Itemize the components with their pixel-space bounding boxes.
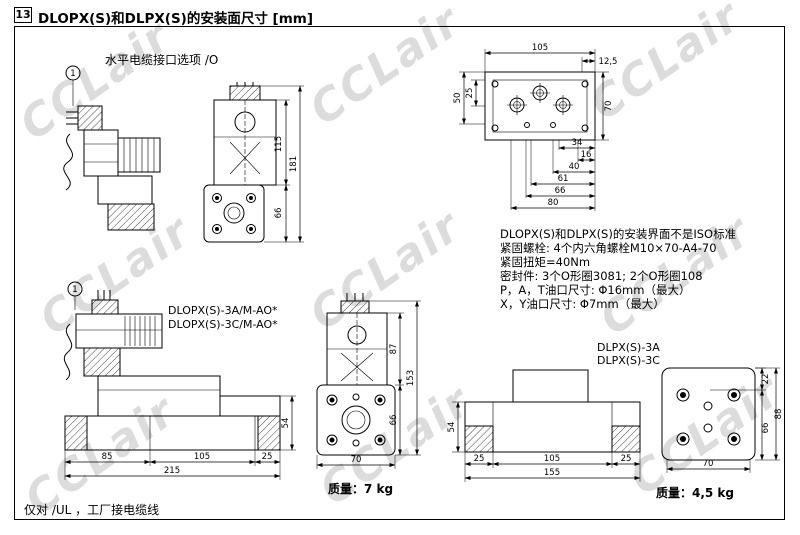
- dlopx-model-labels: DLOPX(S)-3A/M-AO* DLOPX(S)-3C/M-AO*: [168, 304, 278, 332]
- front-view-lower-outline: [316, 293, 396, 456]
- dim-87-label: 87: [389, 344, 399, 355]
- section-number-box: 13: [14, 7, 32, 23]
- dim-215-label: 215: [164, 466, 180, 476]
- bolt-holes: [326, 394, 386, 446]
- mounting-notes: DLOPX(S)和DLPX(S)的安装界面不是ISO标准 紧固螺栓: 4个内六角…: [500, 227, 785, 311]
- dlpx-model-labels: DLPX(S)-3A DLPX(S)-3C: [597, 341, 660, 367]
- dim-181-label: 181: [289, 156, 299, 172]
- dim-153-label: 153: [406, 370, 416, 386]
- note-line: 紧固扭矩=40Nm: [500, 255, 591, 269]
- dim-54-label: 54: [447, 422, 457, 433]
- front-view-lower-dims: 87 153 66 70: [316, 300, 421, 469]
- callout-1-badge: 1: [67, 281, 83, 310]
- dim-54-label: 54: [281, 418, 291, 429]
- front-view-upper-outline: [203, 82, 277, 243]
- dim-105-label: 105: [532, 43, 548, 53]
- model-label-c: DLOPX(S)-3C/M-AO*: [168, 318, 278, 331]
- dim-66-label: 66: [761, 423, 771, 434]
- dim-50-label: 50: [453, 93, 463, 104]
- note-line: 紧固螺栓: 4个内六角螺栓M10×70-A4-70: [500, 241, 717, 255]
- dim-80-label: 80: [548, 198, 559, 208]
- dlpx-views-svg: 54 25 105 25 155: [447, 367, 784, 482]
- note-line: P，A，T油口尺寸: Φ16mm（最大）: [500, 283, 691, 297]
- dim-66-label: 66: [274, 208, 284, 219]
- cable-squiggle: [63, 323, 73, 381]
- valve-side-view-outline: [63, 105, 161, 231]
- drawing-frame: [14, 26, 785, 520]
- side-view-lower-dims: 54 85 105 25 215: [64, 395, 296, 480]
- base-plate: [64, 415, 281, 451]
- callout-1-label: 1: [70, 69, 75, 79]
- dim-70-label: 70: [351, 455, 362, 465]
- valve-side-view-outline: [63, 290, 281, 451]
- mass-label-dlpx: 质量：4,5 kg: [656, 486, 735, 500]
- dim-22-label: 22: [761, 374, 771, 385]
- callout-1-badge: 1: [65, 65, 81, 106]
- top-view-svg: 105 12,5 25 50 70 34 16 40: [453, 43, 617, 211]
- dim-66-label: 66: [389, 415, 399, 426]
- dim-25-label: 25: [465, 88, 475, 99]
- dlpx-side-view-dims: 54 25 105 25 155: [447, 401, 641, 482]
- dim-155-label: 155: [544, 468, 560, 478]
- port-holes: [507, 83, 573, 115]
- top-view-dims: 105 12,5 25 50 70 34 16 40: [453, 43, 617, 211]
- dim-105-label: 105: [194, 452, 210, 462]
- bolt-holes: [491, 80, 589, 132]
- dlpx-front-view-dims: 22 88 66 70: [666, 367, 784, 473]
- ul-cable-note: 仅对 /UL ，工厂接电缆线: [24, 503, 160, 517]
- dim-25-label: 25: [262, 452, 273, 462]
- dim-61-label: 61: [558, 174, 569, 184]
- port-circle: [341, 405, 371, 435]
- bolt-holes: [676, 388, 741, 446]
- dim-40-label: 40: [569, 162, 580, 172]
- solenoid-fins: [117, 137, 161, 173]
- dim-25-right-label: 25: [621, 454, 632, 464]
- model-label-a: DLOPX(S)-3A/M-AO*: [168, 304, 278, 317]
- dim-34-label: 34: [572, 138, 583, 148]
- bolt-holes: [212, 193, 256, 234]
- page-title: DLOPX(S)和DLPX(S)的安装面尺寸 [mm]: [38, 11, 314, 27]
- top-view-outline: [484, 71, 596, 141]
- dim-85-label: 85: [102, 452, 113, 462]
- dlpx-front-view-outline: [661, 367, 756, 461]
- dim-25-left-label: 25: [474, 454, 485, 464]
- note-line: 密封件: 3个O形圈3081; 2个O形圈108: [500, 269, 703, 283]
- dim-115-label: 115: [274, 136, 284, 152]
- dim-70-label: 70: [703, 459, 714, 469]
- dim-66b-label: 66: [555, 186, 566, 196]
- side-view-lower-svg: 1: [63, 281, 296, 480]
- port-circle: [223, 202, 245, 224]
- dim-105-label: 105: [544, 454, 560, 464]
- model-label-a: DLPX(S)-3A: [597, 341, 660, 354]
- mass-label-dlopx: 质量：7 kg: [328, 482, 394, 496]
- callout-1-label: 1: [72, 285, 77, 295]
- front-view-upper-dims: 115 181 66: [260, 85, 304, 243]
- dim-88-label: 88: [774, 409, 784, 420]
- model-label-c: DLPX(S)-3C: [597, 354, 660, 367]
- cable-squiggle: [63, 133, 74, 191]
- cable-option-label: 水平电缆接口选项 /O: [105, 53, 219, 67]
- dim-16-label: 16: [581, 150, 592, 160]
- front-view-lower-svg: 87 153 66 70: [316, 293, 421, 469]
- side-view-upper-svg: 1: [63, 65, 161, 231]
- note-line: X，Y油口尺寸: Φ7mm（最大）: [500, 297, 665, 311]
- dim-12-5-label: 12,5: [599, 57, 618, 67]
- front-view-upper-svg: 115 181 66: [203, 82, 304, 243]
- dlpx-side-view-outline: [464, 369, 641, 453]
- note-line: DLOPX(S)和DLPX(S)的安装界面不是ISO标准: [500, 227, 737, 241]
- dim-70-label: 70: [604, 101, 614, 112]
